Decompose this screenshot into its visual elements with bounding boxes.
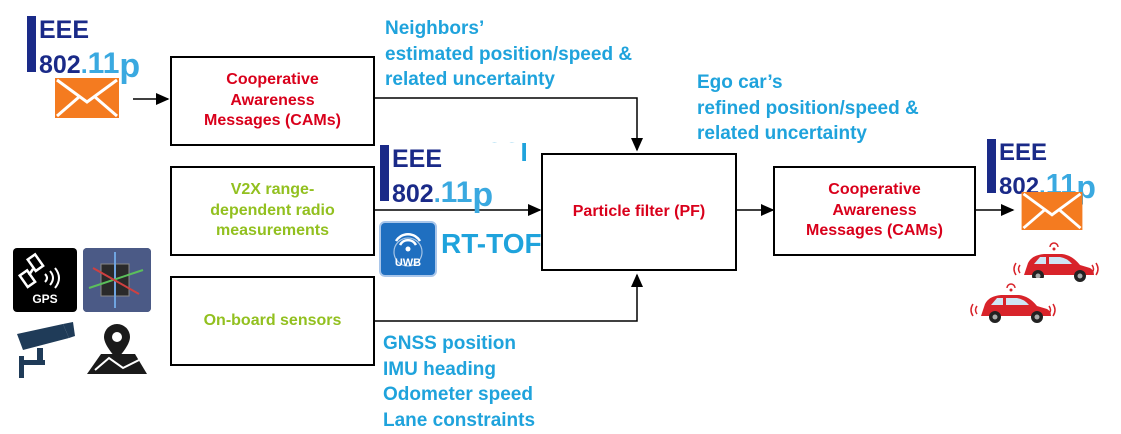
camera-icon: [13, 318, 77, 384]
ego-car-label: Ego car’s refined position/speed & relat…: [697, 72, 919, 145]
cam-output-box: Cooperative Awareness Messages (CAMs): [773, 166, 976, 256]
imu-icon: [83, 248, 151, 312]
ieee-num: 802: [392, 180, 434, 208]
ieee-802-11p-logo-middle: EEE 802.11p: [380, 143, 520, 212]
rt-tof-label: RT-TOF: [441, 228, 542, 259]
sensors-list-label: GNSS position IMU heading Odometer speed…: [383, 333, 536, 431]
onboard-sensors-label: On-board sensors: [203, 311, 342, 329]
ieee-top-text: EEE: [999, 139, 1048, 166]
onboard-sensors-box: On-board sensors: [170, 276, 375, 366]
ieee-11: 11: [87, 47, 120, 80]
particle-filter-label: Particle filter (PF): [572, 202, 706, 220]
cam-input-label: Cooperative Awareness Messages (CAMs): [204, 70, 341, 130]
arrow-cam-to-pf: [375, 97, 643, 152]
cam-input-box: Cooperative Awareness Messages (CAMs): [170, 56, 375, 146]
ieee-dot: .: [433, 180, 441, 208]
ieee-802-11p-logo-right: EEE 802.11p: [987, 137, 1121, 203]
ieee-p: p: [472, 176, 494, 214]
envelope-icon-right: [1021, 192, 1083, 230]
ieee-p: p: [119, 47, 141, 85]
uwb-text: UWB: [394, 257, 422, 269]
ieee-top-text: EEE: [39, 16, 90, 44]
ieee-top-text: EEE: [392, 145, 443, 173]
ieee-dot: .: [1039, 173, 1046, 200]
v2x-measurements-label: V2X range- dependent radio measurements: [210, 180, 335, 240]
ieee-11: 11: [440, 176, 473, 209]
ieee-dot: .: [80, 51, 88, 79]
gps-text: GPS: [32, 292, 58, 306]
neighbors-label: Neighbors’ estimated position/speed & re…: [385, 18, 633, 91]
particle-filter-box: Particle filter (PF): [541, 153, 737, 271]
gps-icon: GPS: [13, 248, 77, 312]
cam-output-label: Cooperative Awareness Messages (CAMs): [806, 180, 943, 240]
car-icon-2: [967, 278, 1059, 334]
ieee-num: 802: [39, 51, 81, 79]
uwb-icon: UWB: [379, 221, 437, 277]
arrow-sensors-to-pf: [375, 273, 643, 322]
ieee-802-11p-logo: EEE 802.11p: [27, 14, 167, 83]
v2x-measurements-box: V2X range- dependent radio measurements: [170, 166, 375, 256]
map-pin-icon: [83, 318, 151, 384]
envelope-icon: [55, 78, 119, 118]
